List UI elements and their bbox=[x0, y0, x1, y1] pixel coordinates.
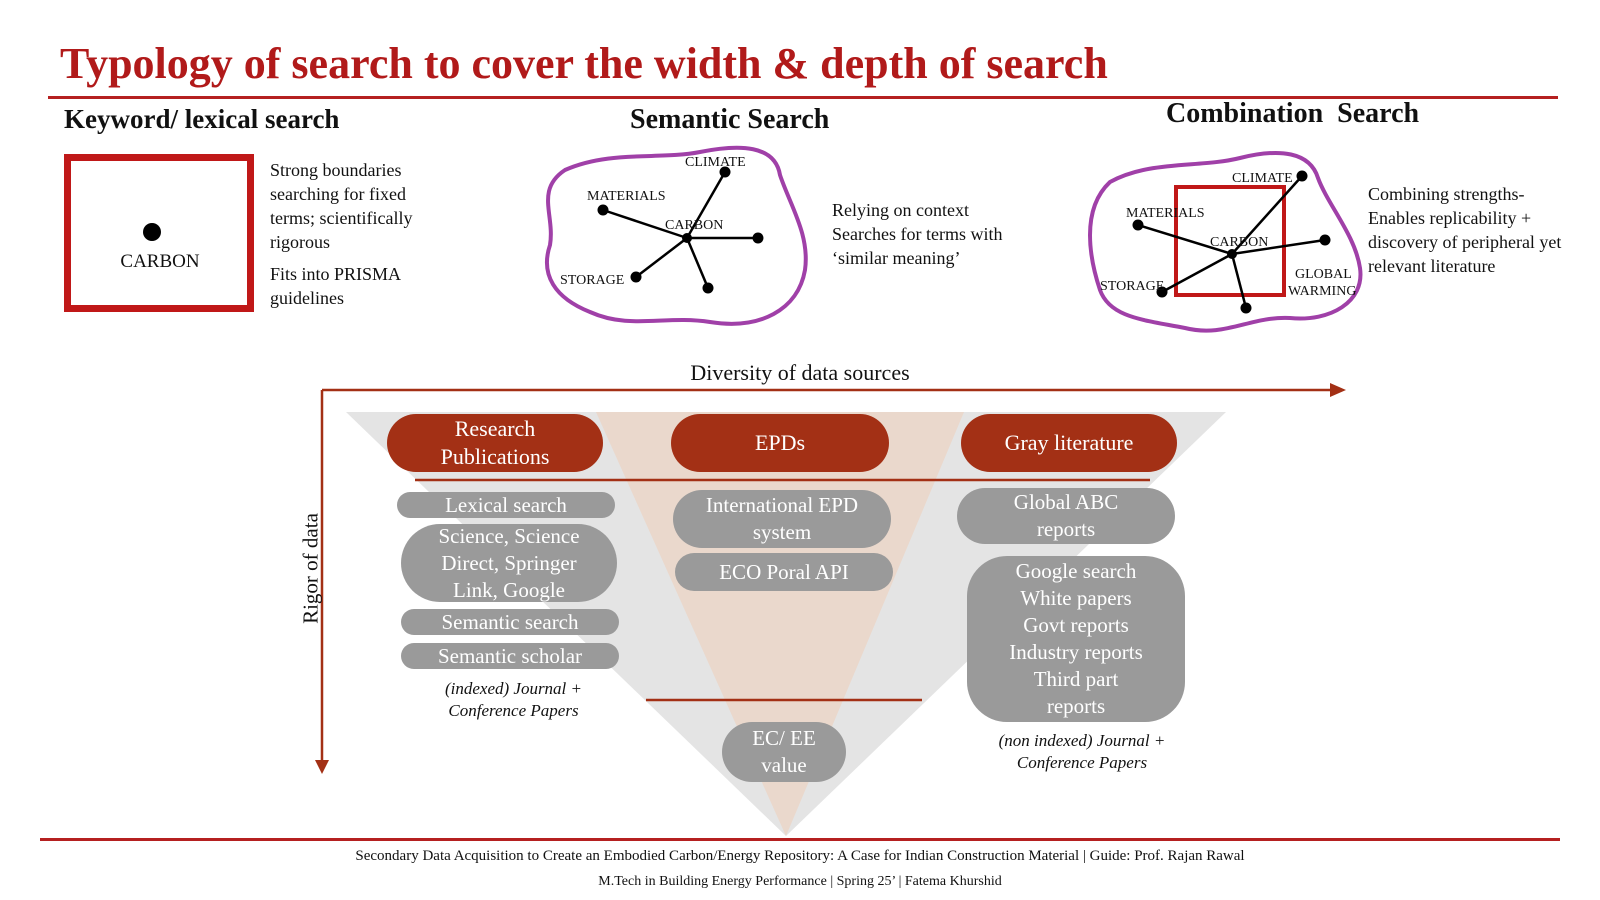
c-node-storage bbox=[1156, 286, 1168, 298]
combo-label-materials: MATERIALS bbox=[1126, 206, 1205, 221]
c-node-east bbox=[1319, 234, 1331, 246]
semantic-label-climate: CLIMATE bbox=[685, 155, 746, 170]
epd-item: International EPD system bbox=[673, 490, 891, 548]
epd-item: ECO Poral API bbox=[675, 553, 893, 591]
c-node-south bbox=[1240, 302, 1252, 314]
research-publications-header: Research Publications bbox=[387, 414, 603, 472]
research-item: Lexical search bbox=[397, 492, 615, 518]
edge-c-carbon-storage bbox=[1161, 252, 1233, 294]
edge-c-carbon-east bbox=[1231, 238, 1326, 256]
footer-line-2: M.Tech in Building Energy Performance | … bbox=[598, 874, 1002, 889]
research-note: (indexed) Journal + Conference Papers bbox=[444, 679, 583, 720]
semantic-description: Relying on context Searches for terms wi… bbox=[832, 200, 1003, 268]
x-axis-label: Diversity of data sources bbox=[690, 360, 910, 385]
c-node-climate bbox=[1296, 170, 1308, 182]
edge-c-carbon-climate bbox=[1231, 175, 1303, 255]
keyword-carbon-label: CARBON bbox=[120, 251, 200, 272]
combo-label-warming: WARMING bbox=[1288, 284, 1356, 299]
research-item: Science, Science Direct, Springer Link, … bbox=[401, 524, 617, 602]
combo-label-global: GLOBAL bbox=[1295, 267, 1352, 282]
x-axis-arrowhead bbox=[1330, 383, 1346, 397]
node-south bbox=[702, 282, 714, 294]
semantic-boundary bbox=[544, 145, 808, 326]
y-axis-arrowhead bbox=[315, 760, 329, 774]
node-climate bbox=[719, 166, 731, 178]
page-title: Typology of search to cover the width & … bbox=[60, 39, 1108, 88]
node-materials bbox=[597, 204, 609, 216]
edge-carbon-south bbox=[685, 237, 710, 289]
edge-carbon-climate bbox=[685, 171, 727, 239]
gray-note: (non indexed) Journal + Conference Paper… bbox=[998, 731, 1166, 772]
semantic-label-carbon: CARBON bbox=[665, 218, 723, 233]
edge-carbon-storage bbox=[635, 237, 688, 278]
combo-label-carbon: CARBON bbox=[1210, 235, 1268, 250]
research-item: Semantic search bbox=[401, 609, 619, 635]
carbon-dot bbox=[143, 223, 161, 241]
research-item: Semantic scholar bbox=[401, 643, 619, 669]
keyword-search-heading: Keyword/ lexical search bbox=[64, 104, 340, 134]
semantic-label-materials: MATERIALS bbox=[587, 189, 666, 204]
edge-c-carbon-materials bbox=[1137, 223, 1233, 256]
y-axis-label: Rigor of data bbox=[298, 513, 323, 624]
edge-carbon-materials bbox=[602, 208, 688, 240]
node-storage bbox=[630, 271, 642, 283]
gray-literature-header: Gray literature bbox=[961, 414, 1177, 472]
keyword-description: Strong boundaries searching for fixed te… bbox=[270, 160, 413, 252]
combination-boundary-box bbox=[1174, 185, 1286, 297]
edge-c-carbon-south bbox=[1230, 253, 1248, 309]
semantic-search-heading: Semantic Search bbox=[630, 104, 830, 135]
c-node-materials bbox=[1132, 219, 1144, 231]
combination-search-heading: Combination Search bbox=[1166, 98, 1420, 129]
keyword-prisma-note: Fits into PRISMA guidelines bbox=[270, 264, 401, 308]
semantic-label-storage: STORAGE bbox=[560, 273, 624, 288]
title-divider bbox=[48, 96, 1558, 99]
gray-item: Google search White papers Govt reports … bbox=[967, 556, 1185, 722]
combo-label-climate: CLIMATE bbox=[1232, 171, 1293, 186]
combo-label-storage: STORAGE bbox=[1100, 279, 1164, 294]
epds-header: EPDs bbox=[671, 414, 889, 472]
combination-description: Combining strengths- Enables replicabili… bbox=[1368, 184, 1562, 276]
combination-boundary bbox=[1088, 150, 1363, 333]
footer-divider bbox=[40, 838, 1560, 841]
gray-item: Global ABC reports bbox=[957, 488, 1175, 544]
ec-ee-value: EC/ EE value bbox=[722, 722, 846, 782]
c-node-carbon bbox=[1227, 249, 1237, 259]
footer-line-1: Secondary Data Acquisition to Create an … bbox=[355, 848, 1245, 864]
node-carbon bbox=[682, 233, 692, 243]
node-east bbox=[752, 232, 764, 244]
